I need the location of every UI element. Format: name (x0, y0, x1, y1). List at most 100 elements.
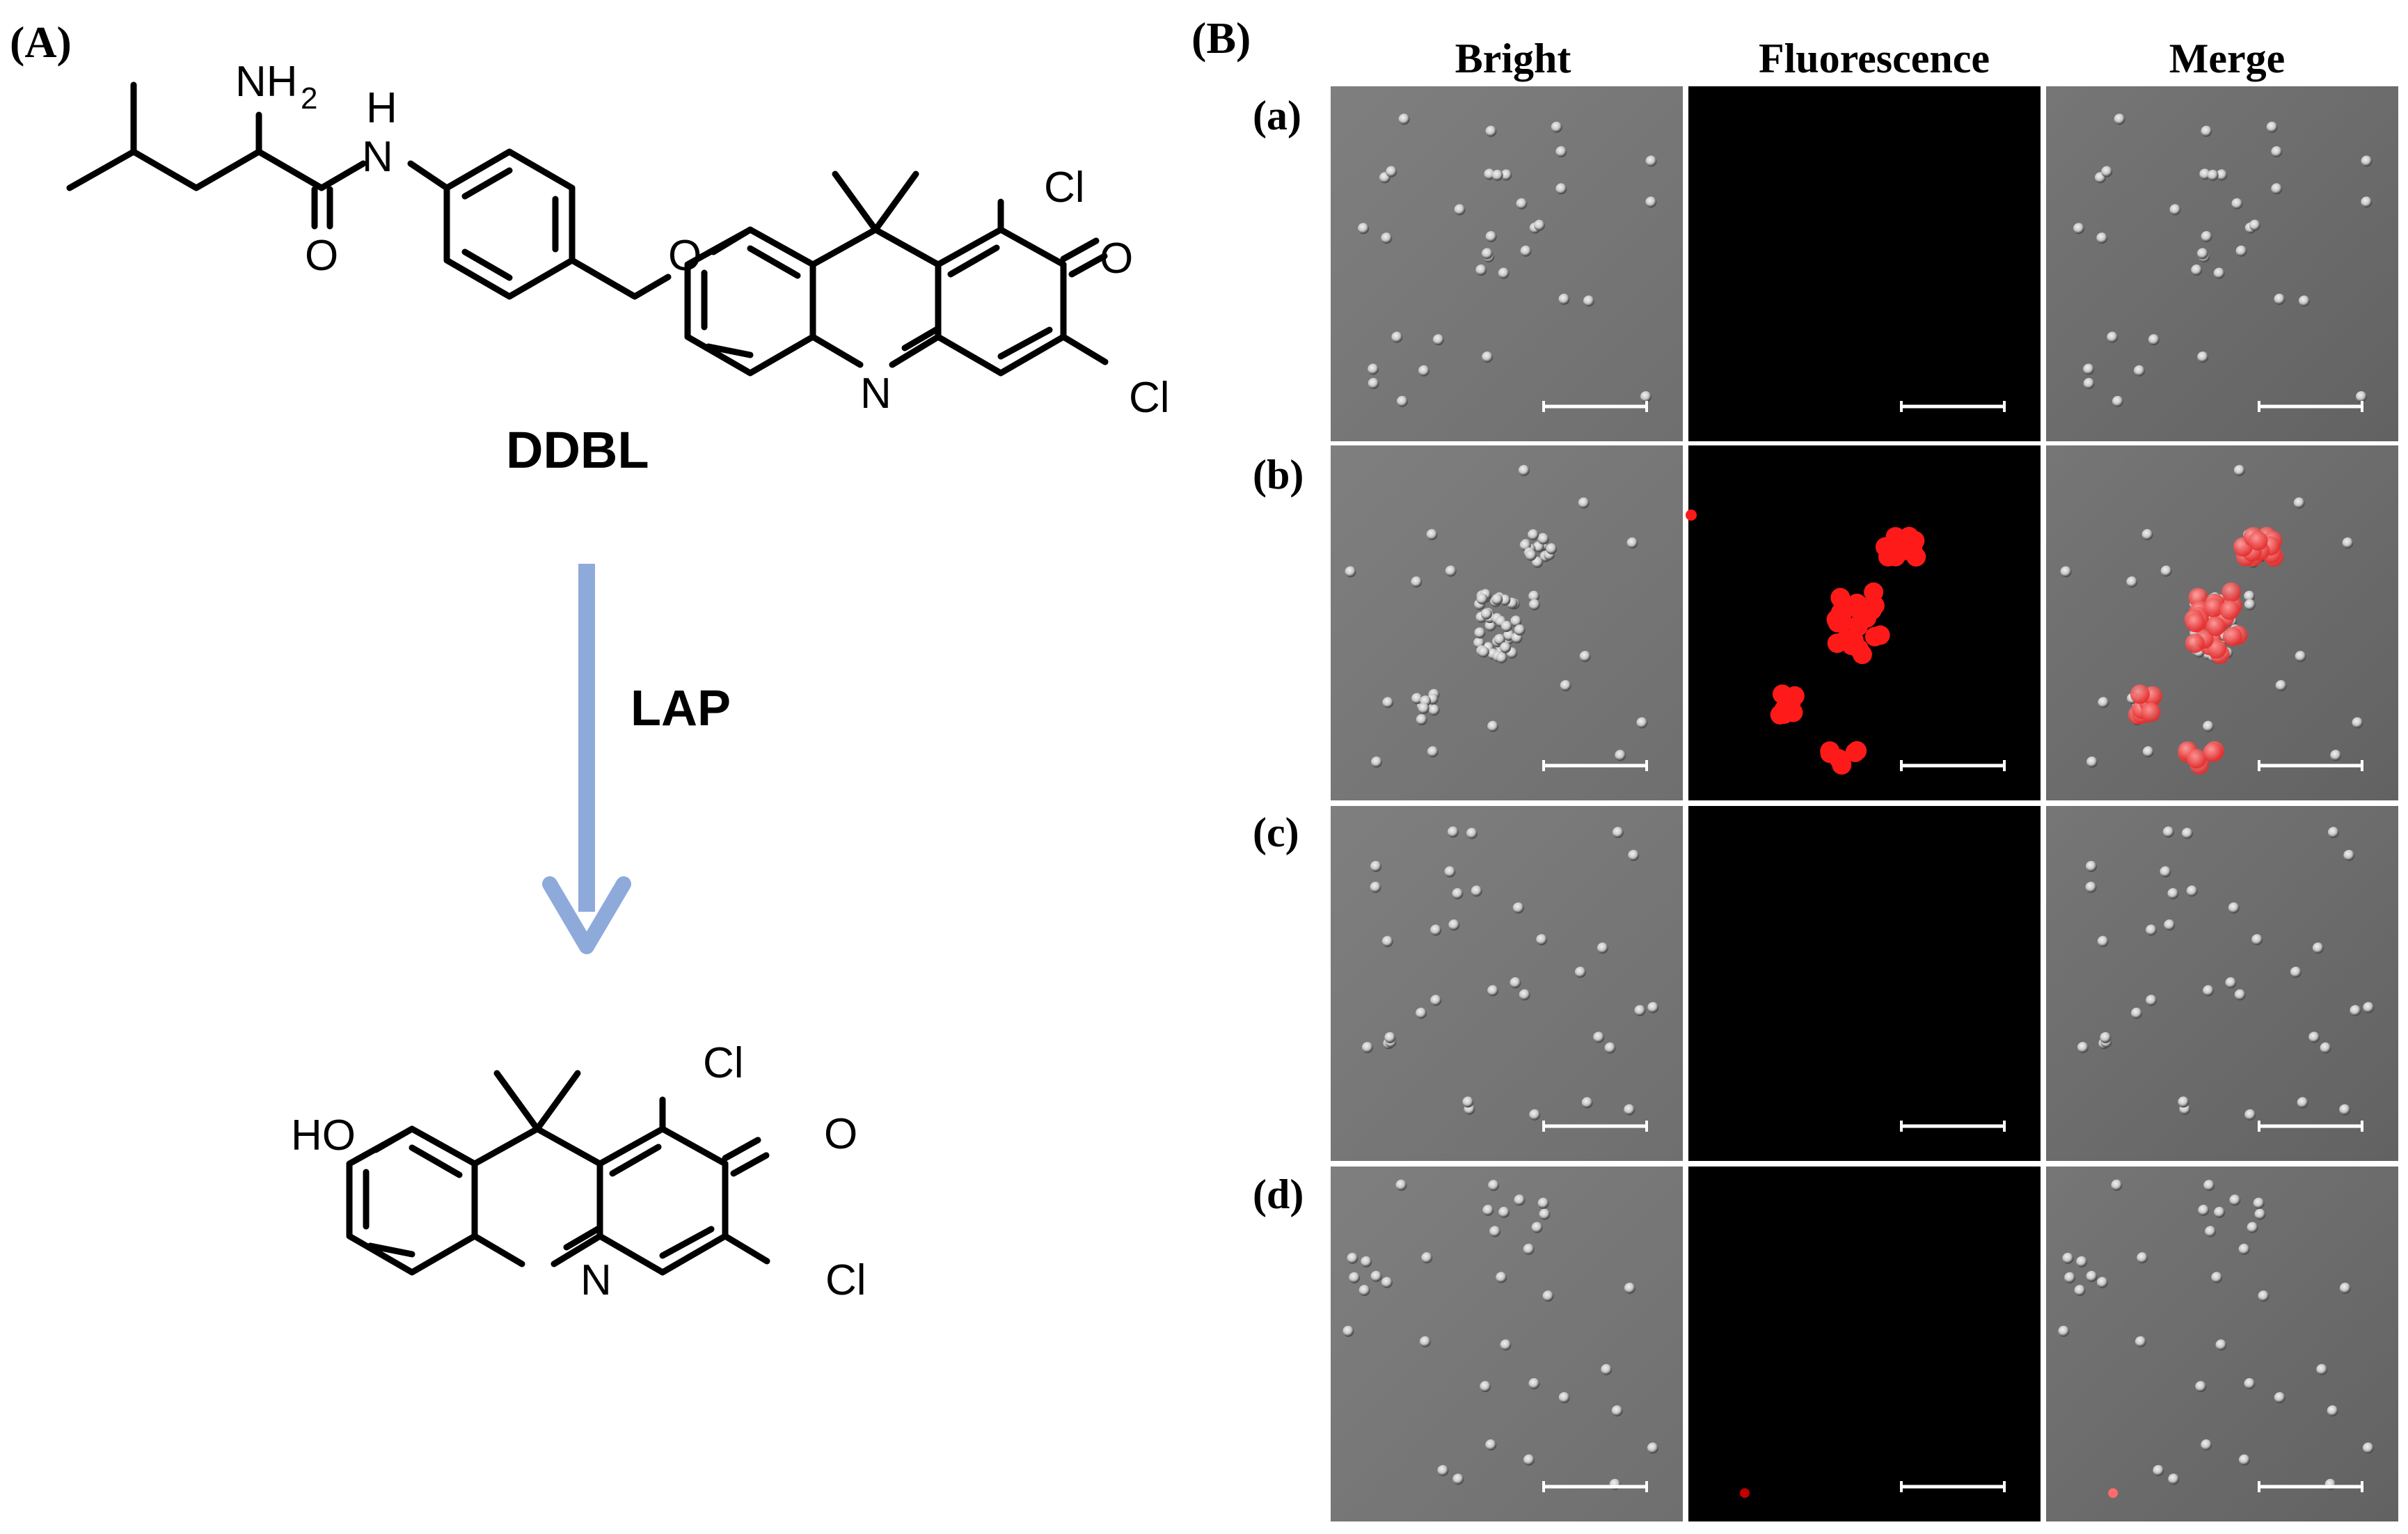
row-label-b: (b) (1253, 452, 1304, 498)
cell (1518, 464, 1530, 476)
cell (2254, 1208, 2266, 1220)
cell (1491, 594, 1503, 606)
cell (2233, 464, 2245, 476)
cell (1555, 183, 1567, 195)
red-signal (1739, 1488, 1750, 1499)
cell (1496, 652, 1507, 664)
cell (2214, 1206, 2226, 1218)
cell (1624, 1104, 1635, 1116)
cell (1574, 966, 1586, 978)
cell (1395, 1179, 1407, 1191)
product-central-2 (534, 1125, 603, 1167)
col-header-fluorescence: Fluorescence (1759, 35, 1990, 81)
cell (1523, 1454, 1535, 1466)
benzene-inner-1 (461, 167, 513, 200)
cl-bottom-label: Cl (1129, 374, 1170, 422)
right-ring-bond-8 (935, 333, 1004, 377)
cell (1384, 1031, 1396, 1043)
cell (2215, 1339, 2227, 1351)
red-signal (1829, 749, 1849, 769)
ketone-bond-2 (1068, 253, 1108, 278)
cell (2244, 1378, 2256, 1390)
red-signal (1846, 597, 1866, 617)
panel-b-label: (B) (1191, 13, 1251, 63)
cell (1628, 849, 1640, 861)
product-ketone-bond-1 (722, 1137, 761, 1162)
cell (1444, 866, 1456, 878)
red-signal (1890, 531, 1910, 551)
product-right-7 (659, 1226, 715, 1259)
cell (1462, 1096, 1474, 1108)
cell (1615, 750, 1626, 761)
cell (2339, 1282, 2351, 1294)
cell (1558, 1392, 1570, 1404)
cell (2142, 746, 2154, 758)
ddbl-atom-labels: NH 2 H N O O Cl O N Cl (235, 58, 1170, 422)
cell (1368, 363, 1379, 375)
red-signal (2221, 582, 2242, 602)
cell (1391, 331, 1403, 343)
cell (1528, 590, 1540, 602)
nh-ring-bond (407, 160, 450, 191)
product-ring-n-label: N (580, 1256, 612, 1304)
image-bright-b (1331, 445, 1683, 800)
image-background (1331, 806, 1683, 1161)
cell (1447, 826, 1459, 838)
cell (2134, 1336, 2146, 1347)
cell (2062, 1252, 2074, 1264)
cell (2244, 599, 2256, 610)
cell (2316, 1363, 2328, 1375)
cell (2293, 497, 2305, 509)
red-signal (2222, 626, 2242, 647)
cell (2203, 720, 2215, 732)
cell (1489, 1226, 1501, 1238)
cell (1528, 1378, 1540, 1390)
cell (1611, 1405, 1623, 1417)
cell (2074, 1285, 2086, 1297)
cell (1516, 198, 1528, 209)
cell (1481, 248, 1493, 260)
cell (2196, 248, 2208, 260)
cell (2096, 1276, 2108, 1288)
cell (2355, 390, 2367, 402)
cell (1528, 529, 1539, 541)
right-ring-bond-3 (947, 244, 1000, 278)
cell (2244, 590, 2256, 602)
cell (1560, 680, 1571, 692)
cell (1514, 624, 1526, 636)
cell (1579, 651, 1591, 663)
cell (2076, 1256, 2088, 1267)
cell (2308, 1031, 2320, 1043)
cell (2201, 1439, 2212, 1451)
cell (2097, 935, 2109, 947)
cell (1361, 1041, 1373, 1053)
red-signal (1845, 743, 1865, 763)
cell (1532, 556, 1544, 568)
cell (1411, 693, 1423, 704)
product-right-8 (596, 1233, 666, 1276)
amide-n-label: N (362, 133, 393, 181)
cell (1381, 935, 1393, 947)
red-signal (2185, 633, 2205, 654)
red-signal (2187, 749, 2207, 769)
cell (1551, 121, 1562, 133)
image-fluorescence-b (1686, 445, 2041, 800)
cell (2195, 1381, 2207, 1393)
cell (1531, 1221, 1543, 1233)
image-background (1688, 86, 2041, 441)
cell (2077, 1041, 2089, 1053)
cell (1370, 1270, 1382, 1282)
cell (1581, 1097, 1593, 1109)
cell (2266, 121, 2278, 133)
cell (2107, 331, 2118, 343)
image-merge-a (2046, 86, 2398, 441)
red-signal (1864, 582, 1884, 602)
cell (1347, 1252, 1359, 1264)
cell (1487, 720, 1499, 732)
cell (2234, 989, 2246, 1001)
cell (2229, 1194, 2241, 1206)
cell (1488, 1180, 1500, 1192)
product-right-2 (596, 1125, 666, 1167)
cell (1482, 1204, 1494, 1216)
cell (1647, 1002, 1659, 1013)
